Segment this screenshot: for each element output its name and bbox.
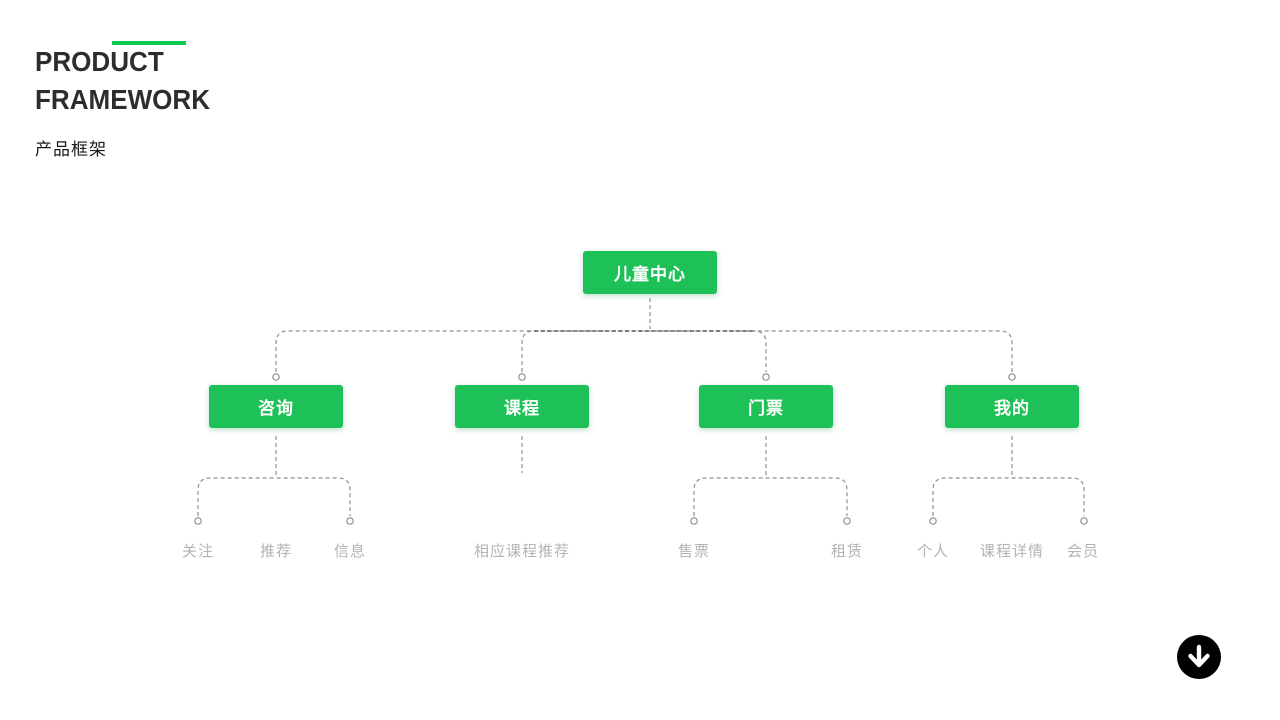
leaf-course-detail: 课程详情	[979, 543, 1045, 560]
node-course: 课程	[455, 385, 589, 428]
node-root: 儿童中心	[583, 251, 717, 294]
connector-dot	[194, 517, 202, 525]
leaf-ticket-sales: 售票	[677, 543, 711, 560]
node-mine: 我的	[945, 385, 1079, 428]
connector-dot	[1008, 373, 1016, 381]
leaf-member: 会员	[1066, 543, 1100, 560]
title-line-1: PRODUCT	[35, 45, 164, 77]
connector-bracket-mine	[932, 477, 1085, 516]
page-title: PRODUCT FRAMEWORK	[35, 43, 210, 119]
connector-bracket-outer	[275, 330, 1013, 372]
leaf-course-recommend: 相应课程推荐	[473, 543, 571, 560]
connector-dot	[1080, 517, 1088, 525]
connector-dot	[690, 517, 698, 525]
node-consult: 咨询	[209, 385, 343, 428]
leaf-recommend: 推荐	[259, 543, 293, 560]
node-ticket: 门票	[699, 385, 833, 428]
down-arrow-icon	[1177, 635, 1221, 679]
leaf-follow: 关注	[181, 543, 215, 560]
connector-dot	[346, 517, 354, 525]
connector-dot	[762, 373, 770, 381]
connector-bracket-consult	[197, 477, 351, 516]
leaf-info: 信息	[333, 543, 367, 560]
title-line-2: FRAMEWORK	[35, 83, 211, 115]
scroll-down-button[interactable]	[1177, 635, 1221, 679]
connector-dot	[843, 517, 851, 525]
title-accent-line	[112, 41, 186, 45]
connector-bracket-ticket	[693, 477, 848, 516]
connector-dot	[518, 373, 526, 381]
leaf-rental: 租赁	[830, 543, 864, 560]
connector-dot	[929, 517, 937, 525]
connector-dot	[272, 373, 280, 381]
leaf-personal: 个人	[916, 543, 950, 560]
page-subtitle: 产品框架	[35, 140, 107, 159]
connector-bracket-inner	[521, 330, 767, 372]
